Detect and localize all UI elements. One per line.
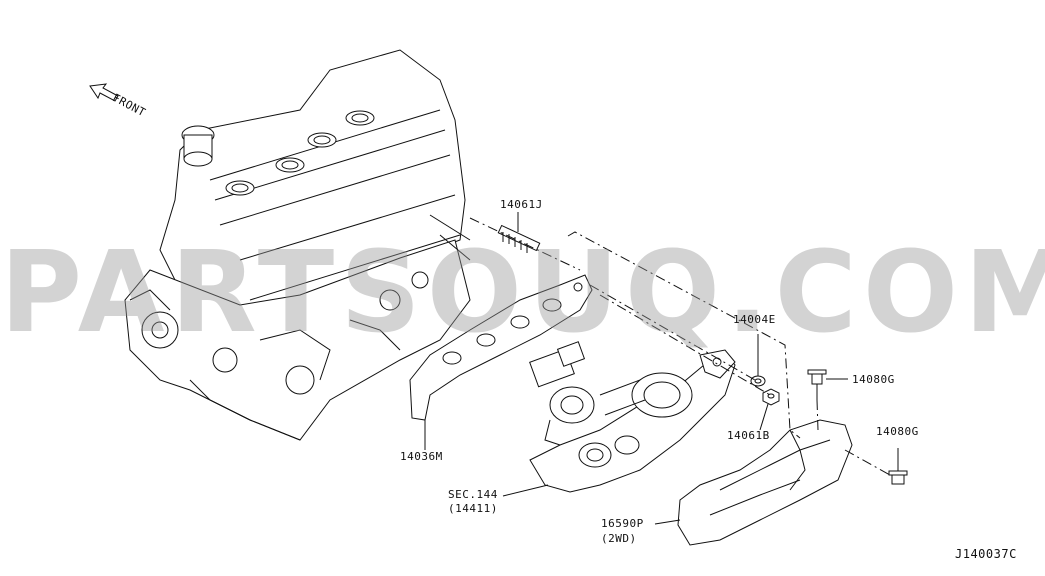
label-14004E: 14004E — [733, 313, 776, 326]
part-14004E-washer — [750, 334, 766, 387]
front-arrow-icon — [89, 83, 119, 102]
label-16590P: 16590P — [601, 517, 644, 530]
engine-block — [124, 49, 471, 441]
watermark: PARTSOUQ.COM — [0, 228, 1045, 358]
part-14080G-bolt-lower — [888, 448, 908, 485]
label-14080G-upper: 14080G — [852, 373, 895, 386]
part-14061B-nut — [759, 388, 780, 431]
label-14061B: 14061B — [727, 429, 770, 442]
assembly-lines — [469, 217, 891, 476]
exhaust-manifold — [529, 341, 736, 493]
label-14080G-lower: 14080G — [876, 425, 919, 438]
label-sec144-sub: (14411) — [448, 502, 498, 515]
part-14080G-bolt-upper — [807, 369, 848, 400]
label-14061J: 14061J — [500, 198, 543, 211]
label-sec144: SEC.144 — [448, 488, 498, 501]
part-16590P-heat-shield — [654, 419, 853, 546]
part-14061J-stud — [497, 212, 541, 253]
label-14036M: 14036M — [400, 450, 443, 463]
leader-lines — [502, 484, 549, 497]
label-16590P-sub: (2WD) — [601, 532, 637, 545]
part-14036M-gasket — [409, 274, 593, 450]
diagram-id: J140037C — [955, 547, 1017, 561]
